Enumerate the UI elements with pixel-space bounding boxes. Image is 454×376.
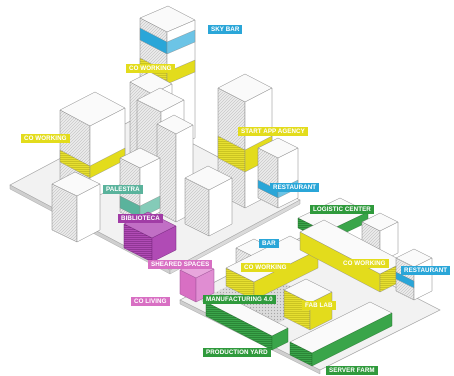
building-production-yard — [205, 293, 289, 351]
label-co-working-top: CO WORKING — [126, 64, 175, 73]
building-left-back — [59, 91, 126, 201]
label-logistic-center: LOGISTIC CENTER — [310, 205, 374, 214]
building-left-front — [51, 171, 101, 243]
label-start-app-agency: START APP AGENCY — [238, 127, 308, 136]
label-server-farm: SERVER FARM — [326, 366, 378, 375]
label-fab-lab: FAB LAB — [302, 301, 336, 310]
label-restaurant-mid: RESTAURANT — [270, 183, 320, 192]
label-production-yard: PRODUCTION YARD — [203, 348, 271, 357]
building-left-front-right — [184, 165, 233, 237]
label-sky-bar: SKY BAR — [208, 25, 243, 34]
label-co-working-left: CO WORKING — [21, 134, 70, 143]
label-bar: BAR — [259, 239, 279, 248]
label-manufacturing: MANUFACTURING 4.0 — [203, 295, 276, 304]
label-palestra: PALESTRA — [103, 185, 143, 194]
label-biblioteca: BIBLIOTECA — [118, 214, 163, 223]
building-co-living — [179, 260, 215, 303]
label-sheared-spaces: SHEARED SPACES — [148, 260, 213, 269]
building-restaurant-mid — [257, 137, 299, 209]
label-restaurant-right: RESTAURANT — [401, 266, 451, 275]
label-co-working-right: CO WORKING — [340, 259, 389, 268]
label-co-living: CO LIVING — [131, 297, 170, 306]
building-server-farm — [289, 301, 393, 367]
label-co-working-mid: CO WORKING — [241, 263, 290, 272]
